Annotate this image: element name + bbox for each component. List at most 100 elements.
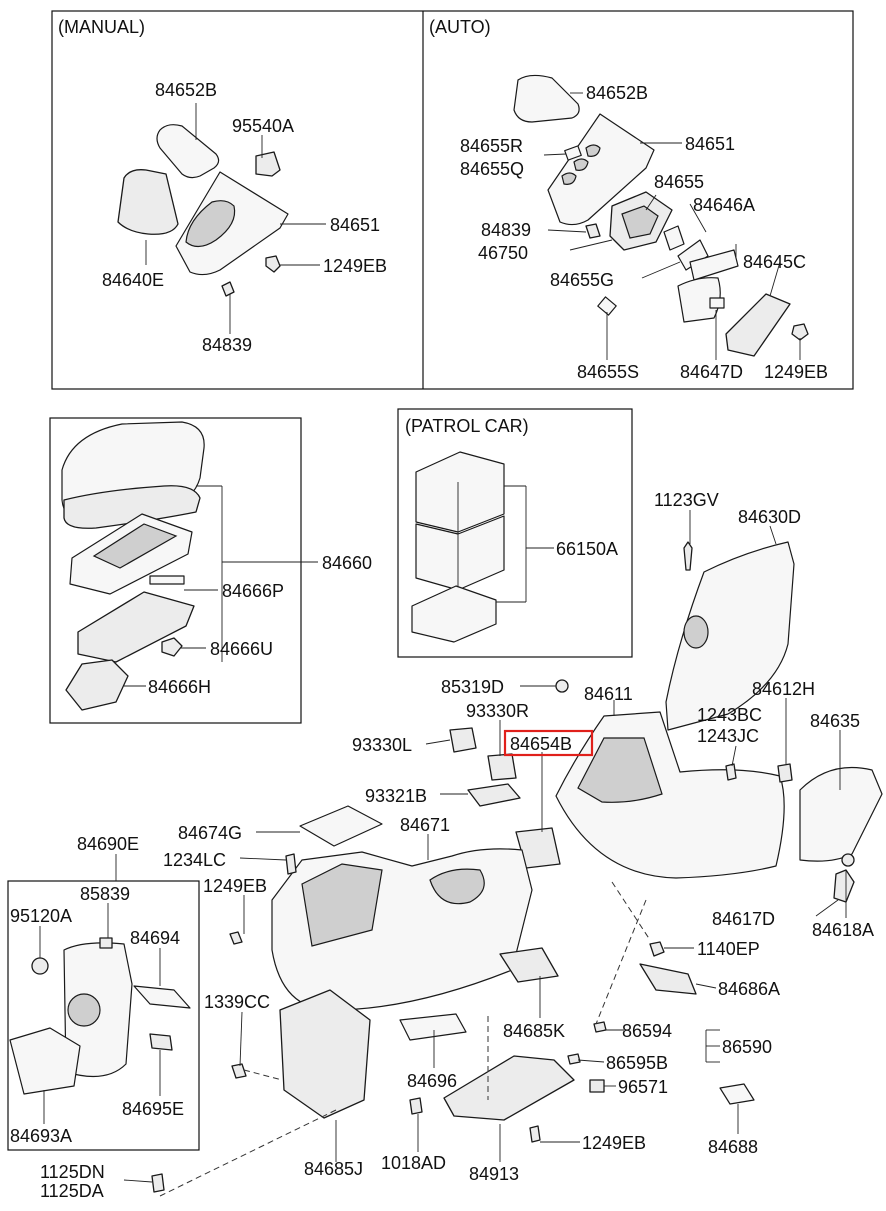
section-manual-title: (MANUAL): [58, 17, 145, 37]
auto-pad-84655S: [597, 296, 617, 316]
cover-84693A: [9, 1027, 81, 1095]
dashed-guides: [159, 881, 651, 1197]
label-84685K: 84685K: [503, 1021, 565, 1041]
manual-boot-84640E: [117, 169, 179, 235]
side-panel-84630D: [665, 541, 795, 731]
auto-pad-84655G: [677, 239, 709, 271]
label-84694: 84694: [130, 928, 180, 948]
lower-panel-frame: [7, 880, 200, 1151]
switch-93330L: [449, 727, 477, 753]
bracket-84686A: [639, 963, 697, 995]
patrol-bracket: [411, 585, 497, 643]
label-84690E: 84690E: [77, 834, 139, 854]
label-95540A: 95540A: [232, 116, 294, 136]
auto-bracket: [725, 293, 791, 357]
socket-84617D: [833, 869, 855, 903]
label-84666H: 84666H: [148, 677, 211, 697]
auto-clip-84839: [585, 223, 601, 239]
auto-plate-84645C: [677, 277, 721, 323]
label-93330R: 93330R: [466, 701, 529, 721]
manual-cover-84652B: [156, 124, 220, 179]
manual-parts: [117, 124, 289, 297]
label-1125DN: 1125DN: [40, 1162, 105, 1182]
label-84674G: 84674G: [178, 823, 242, 843]
armrest-tray-inner: [92, 523, 178, 569]
patrol-leaders: [496, 485, 554, 603]
section-patrol-title: (PATROL CAR): [405, 416, 529, 436]
nut-1339CC: [231, 1063, 247, 1079]
auto-strip-84646A: [689, 249, 739, 281]
label-84652B: 84652B: [586, 83, 648, 103]
console-main-parts: [151, 541, 883, 1193]
label-84651: 84651: [330, 215, 380, 235]
manual-switch-95540A: [255, 151, 281, 177]
label-1018AD: 1018AD: [381, 1153, 446, 1173]
main-leaders: [39, 510, 847, 1183]
label-84666P: 84666P: [222, 581, 284, 601]
label-84652B: 84652B: [155, 80, 217, 100]
label-86590: 86590: [722, 1037, 772, 1057]
patrol-parts: [411, 451, 505, 643]
clip-84695E: [149, 1033, 173, 1051]
label-84688: 84688: [708, 1137, 758, 1157]
armrest-hinge-plate: [77, 591, 195, 663]
armrest-pad-84666P: [149, 575, 185, 585]
auto-cover-84652B: [513, 74, 580, 123]
auto-leaders: [543, 92, 801, 360]
manual-auto-frame: [51, 10, 854, 390]
label-84645C: 84645C: [743, 252, 806, 272]
armrest-leaders: [124, 485, 318, 687]
label-1249EB: 1249EB: [323, 256, 387, 276]
label-1249EB: 1249EB: [203, 876, 267, 896]
auto-pad-84655: [663, 225, 685, 251]
label-84685J: 84685J: [304, 1159, 363, 1179]
label-84655Q: 84655Q: [460, 159, 524, 179]
tray-84913: [443, 1055, 575, 1121]
lower-panel-parts: [9, 937, 191, 1095]
label-84686A: 84686A: [718, 979, 780, 999]
side-panel-84635: [799, 766, 883, 862]
label-84611: 84611: [584, 684, 633, 704]
highlight-box-84654B: [503, 729, 594, 757]
label-84666U: 84666U: [210, 639, 273, 659]
label-1249EB: 1249EB: [582, 1133, 646, 1153]
manual-bezel-opening: [185, 200, 236, 248]
auto-label-84655R: [564, 145, 582, 161]
armrest-parts: [61, 421, 205, 711]
label-84913: 84913: [469, 1164, 519, 1184]
label-1123GV: 1123GV: [654, 490, 719, 510]
label-93321B: 93321B: [365, 786, 427, 806]
screw-1140EP: [649, 941, 665, 957]
label-84671: 84671: [400, 815, 450, 835]
manual-screw-1249EB: [265, 255, 281, 273]
patrol-box-top: [415, 451, 505, 533]
label-84618A: 84618A: [812, 920, 874, 940]
auto-indicator-inner: [621, 205, 659, 239]
label-84693A: 84693A: [10, 1126, 72, 1146]
label-96571: 96571: [618, 1077, 668, 1097]
auto-clip-84647D: [709, 297, 725, 309]
cap-84618A: [841, 853, 855, 867]
label-84655S: 84655S: [577, 362, 639, 382]
panel-84690E-vent: [67, 993, 101, 1027]
label-84635: 84635: [810, 711, 860, 731]
screw-1234LC: [285, 853, 297, 875]
pad-84688: [719, 1083, 755, 1105]
side-panel-hole: [683, 615, 709, 649]
label-84660: 84660: [322, 553, 372, 573]
label-84655G: 84655G: [550, 270, 614, 290]
label-86594: 86594: [622, 1021, 672, 1041]
label-84839: 84839: [202, 335, 252, 355]
label-84647D: 84647D: [680, 362, 743, 382]
label-85839: 85839: [80, 884, 130, 904]
rear-panel-opening: [577, 737, 663, 803]
auto-parts: [513, 74, 809, 357]
label-66150A: 66150A: [556, 539, 618, 559]
auto-bezel-slots: [561, 144, 601, 185]
label-95120A: 95120A: [10, 906, 72, 926]
section-auto-title: (AUTO): [429, 17, 491, 37]
label-84654B: 84654B: [510, 734, 572, 754]
label-84630D: 84630D: [738, 507, 801, 527]
screw-1123GV: [683, 541, 693, 571]
bolt-1125DN: [151, 1173, 165, 1193]
